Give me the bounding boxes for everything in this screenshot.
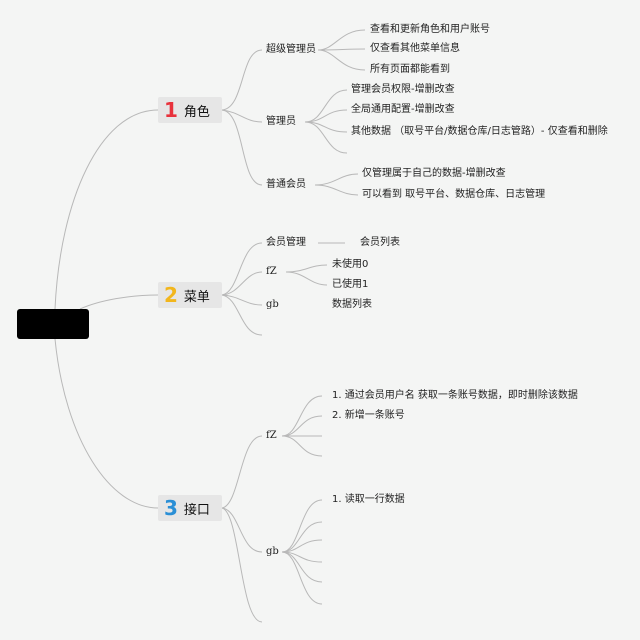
connector-s2-c2 [221,271,263,296]
child-node-gb[interactable]: gb [266,546,279,557]
leaf-node[interactable]: 可以看到 取号平台、数据仓库、日志管理 [362,189,546,200]
leaf-node[interactable]: 未使用0 [332,259,369,270]
connector-s2-c4 [221,294,263,336]
connector-s3c1-i1 [281,395,323,437]
connector-s1c3-i2 [314,184,359,196]
leaf-node[interactable]: 查看和更新角色和用户账号 [370,24,490,35]
child-node-gb[interactable]: gb [266,299,279,310]
leaf-node[interactable]: 已使用1 [332,279,369,290]
leaf-node[interactable]: 其他数据 （取号平台/数据仓库/日志管路）- 仅查看和删除 [351,126,608,137]
connector-s1c2-i4 [304,121,348,154]
connector-s1-c1 [221,49,263,111]
connector-root-section-1 [54,109,159,310]
connector-s3c2-i3 [281,539,323,553]
connector-root-section-2 [79,294,159,310]
connector-s3c2-i5 [281,551,323,583]
connector-s2c2-i2 [285,271,328,286]
leaf-node[interactable]: 管理会员权限-增删改查 [351,84,455,95]
section-label: 角色 [183,104,210,120]
connector-s1c1-i3 [317,49,366,71]
connector-s2-c3 [221,294,263,306]
leaf-node[interactable]: 仅管理属于自己的数据-增删改查 [362,168,506,179]
section-number: 2 [164,283,178,307]
leaf-node[interactable]: 会员列表 [360,237,400,248]
connector-s1c1-i1 [317,29,366,51]
section-node-menu[interactable]: 2 菜单 [158,282,222,308]
connector-s1c2-i1 [304,89,348,123]
child-node-fz[interactable]: fZ [266,266,277,277]
section-node-api[interactable]: 3 接口 [158,495,222,521]
leaf-node[interactable]: 仅查看其他菜单信息 [370,43,460,54]
connector-s3c1-i4 [281,435,323,457]
child-node-member-mgmt[interactable]: 会员管理 [266,237,306,248]
connector-root-section-3 [54,338,159,509]
child-node-member[interactable]: 普通会员 [266,179,306,190]
connector-s3-c2 [221,507,263,553]
connector-s3-c1 [221,435,263,509]
connector-s3c2-i2 [281,521,323,553]
connector-s1-c3 [221,109,263,186]
child-node-fz[interactable]: fZ [266,430,277,441]
connector-s1c1-i2 [317,48,366,51]
section-node-roles[interactable]: 1 角色 [158,97,222,123]
connector-s2c2-i1 [285,264,328,273]
leaf-node[interactable]: 所有页面都能看到 [370,64,450,75]
section-label: 接口 [183,502,210,518]
child-node-admin[interactable]: 管理员 [266,116,296,127]
root-node[interactable] [17,309,89,339]
child-node-super-admin[interactable]: 超级管理员 [266,44,316,55]
connector-s3c1-i2 [281,415,323,437]
section-number: 1 [164,98,178,122]
connector-s1c3-i1 [314,173,359,186]
leaf-node[interactable]: 数据列表 [332,299,372,310]
connector-s2-c1 [221,242,263,296]
connector-s1-c2 [221,109,263,123]
leaf-node[interactable]: 全局通用配置-增删改查 [351,104,455,115]
connector-s3c2-i1 [281,499,323,553]
connector-s3-c3 [221,507,263,623]
leaf-node[interactable]: 1. 读取一行数据 [332,494,405,505]
leaf-node[interactable]: 1. 通过会员用户名 获取一条账号数据，即时删除该数据 [332,390,578,401]
connector-s3c2-i6 [281,551,323,605]
connector-s1c2-i2 [304,109,348,123]
section-number: 3 [164,496,178,520]
leaf-node[interactable]: 2. 新增一条账号 [332,410,405,421]
section-label: 菜单 [183,289,210,305]
